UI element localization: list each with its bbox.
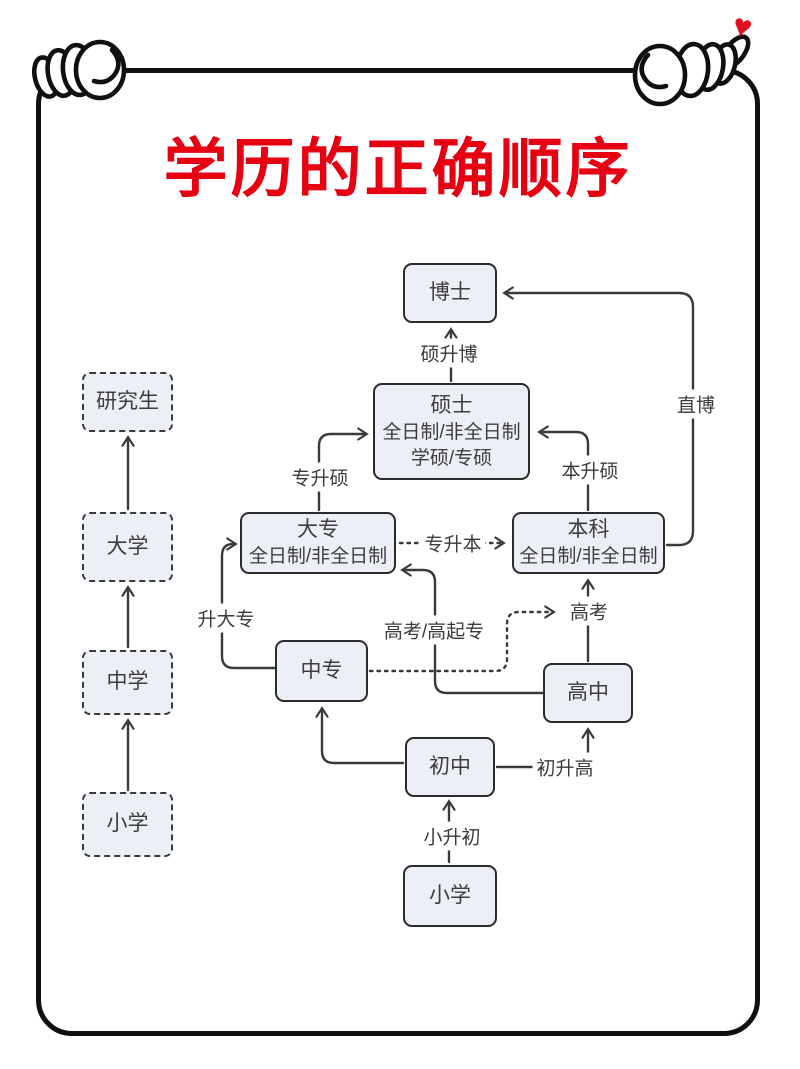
node-gaozhong: 高中 <box>543 663 633 723</box>
page-title: 学历的正确顺序 <box>163 133 633 205</box>
ladder-node-zhongxue: 中学 <box>82 650 173 715</box>
node-chuzhong-label: 初中 <box>429 754 471 778</box>
edge-zhongzhuan-gaokao <box>368 605 556 673</box>
node-bachelor-label: 本科 <box>567 518 610 541</box>
node-zhongzhuan-label: 中专 <box>300 658 343 682</box>
edge-label-gaokao-gaoqizhuan: 高考/高起专 <box>379 615 489 645</box>
left-hand-icon <box>31 39 127 101</box>
edge-label-gaokao: 高考 <box>565 596 613 626</box>
node-zhongzhuan: 中专 <box>275 640 368 702</box>
node-bachelor-sub1: 全日制/非全日制 <box>519 546 658 568</box>
ladder-node-yanjiusheng: 研究生 <box>82 372 173 432</box>
node-gaozhong-label: 高中 <box>567 680 609 704</box>
node-chuzhong: 初中 <box>405 737 495 797</box>
node-master: 硕士 全日制/非全日制 学硕/专硕 <box>373 383 530 480</box>
ladder-zhongxue-label: 中学 <box>106 670 149 694</box>
node-bachelor: 本科 全日制/非全日制 <box>512 512 665 574</box>
node-college-sub1: 全日制/非全日制 <box>248 546 388 568</box>
ladder-node-daxue: 大学 <box>82 512 173 582</box>
edge-label-zhibo: 直博 <box>672 389 720 419</box>
node-college: 大专 全日制/非全日制 <box>240 512 396 574</box>
ladder-node-xiaoxue: 小学 <box>82 792 173 857</box>
edge-label-xiaoshengchu: 小升初 <box>419 821 485 851</box>
right-hand-icon <box>632 34 751 107</box>
node-master-label: 硕士 <box>430 393 473 417</box>
edge-label-zhuanshengben: 专升本 <box>420 528 486 558</box>
node-xiaoxue: 小学 <box>403 865 497 927</box>
edge-direct-phd <box>502 286 695 547</box>
ladder-daxue-label: 大学 <box>106 534 149 558</box>
ladder-xiaoxue-label: 小学 <box>106 812 149 836</box>
edge-label-shengdazhuan: 升大专 <box>193 603 259 633</box>
edge-label-shuoshengbo: 硕升博 <box>416 338 482 368</box>
node-master-sub1: 全日制/非全日制 <box>382 422 521 444</box>
edge-chuzhong-zhongzhuan <box>315 706 405 765</box>
edge-bachelor-master <box>537 425 590 512</box>
node-xiaoxue-label: 小学 <box>429 883 471 907</box>
node-doctor: 博士 <box>403 263 497 323</box>
node-college-label: 大专 <box>297 518 339 541</box>
ladder-yanjiusheng-label: 研究生 <box>96 389 159 413</box>
edge-college-master <box>317 427 369 512</box>
edge-label-zhuanshengshuo: 专升硕 <box>287 462 353 492</box>
frame-border <box>36 68 760 1036</box>
node-master-sub2: 学硕/专硕 <box>410 447 493 469</box>
edge-label-chushenggao: 初升高 <box>532 752 598 782</box>
edge-label-benshengshuo: 本升硕 <box>557 455 623 485</box>
node-doctor-label: 博士 <box>429 280 471 304</box>
